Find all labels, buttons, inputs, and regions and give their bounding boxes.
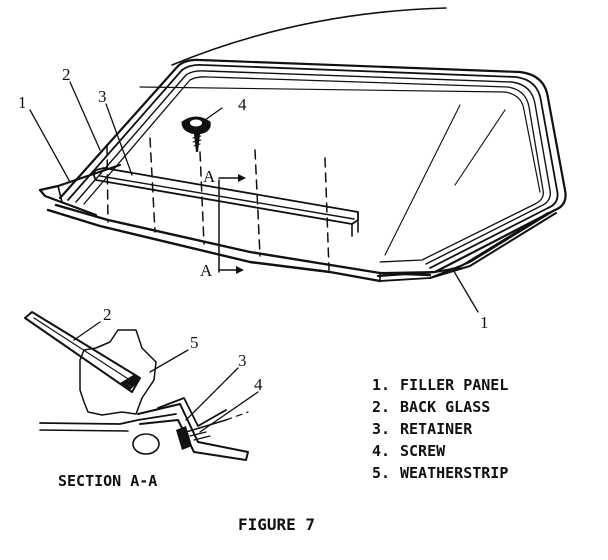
legend-text: SCREW bbox=[400, 442, 446, 460]
section-label: SECTION A-A bbox=[58, 472, 157, 490]
legend-num: 2. bbox=[372, 398, 390, 416]
filler-panel-left bbox=[38, 163, 122, 217]
callout-1-left: 1 bbox=[18, 93, 27, 112]
section-callout-4: 4 bbox=[254, 375, 263, 394]
section-callout-3: 3 bbox=[238, 351, 247, 370]
callout-3: 3 bbox=[98, 87, 107, 106]
section-callout-5: 5 bbox=[190, 333, 199, 352]
callout-2: 2 bbox=[62, 65, 71, 84]
legend-item: 4. SCREW bbox=[372, 442, 446, 460]
main-view: A A 1 2 3 4 1 bbox=[18, 7, 567, 332]
section-callout-2: 2 bbox=[103, 305, 112, 324]
legend-item: 1. FILLER PANEL bbox=[372, 376, 508, 394]
section-marker-top: A bbox=[203, 167, 216, 186]
section-body-panel bbox=[39, 413, 177, 425]
section-pinchweld bbox=[132, 433, 160, 455]
legend-item: 3. RETAINER bbox=[372, 420, 473, 438]
legend: 1. FILLER PANEL 2. BACK GLASS 3. RETAINE… bbox=[372, 376, 508, 482]
screw-icon bbox=[181, 116, 211, 152]
legend-item: 2. BACK GLASS bbox=[372, 398, 490, 416]
legend-num: 4. bbox=[372, 442, 390, 460]
legend-text: BACK GLASS bbox=[400, 398, 490, 416]
legend-item: 5. WEATHERSTRIP bbox=[372, 464, 508, 482]
section-marker-a: A A bbox=[200, 167, 246, 280]
filler-panel-right bbox=[379, 212, 557, 279]
retainer-strip bbox=[93, 167, 359, 237]
section-back-glass bbox=[24, 311, 141, 393]
legend-text: WEATHERSTRIP bbox=[400, 464, 508, 482]
back-glass bbox=[58, 58, 567, 278]
section-marker-bottom: A bbox=[200, 261, 213, 280]
screw-location-lines bbox=[106, 137, 330, 271]
section-retainer bbox=[137, 403, 249, 461]
figure-caption: FIGURE 7 bbox=[238, 515, 315, 534]
legend-num: 5. bbox=[372, 464, 390, 482]
legend-text: FILLER PANEL bbox=[400, 376, 508, 394]
section-weatherstrip bbox=[79, 329, 157, 416]
legend-text: RETAINER bbox=[400, 420, 473, 438]
legend-num: 3. bbox=[372, 420, 390, 438]
section-a-a: 2 5 3 4 SECTION A-A bbox=[24, 305, 263, 490]
callouts: 1 2 3 4 1 bbox=[18, 65, 489, 332]
roof-line bbox=[171, 7, 447, 66]
leader-lines bbox=[29, 81, 479, 313]
legend-num: 1. bbox=[372, 376, 390, 394]
callout-1-right: 1 bbox=[480, 313, 489, 332]
callout-4: 4 bbox=[238, 95, 247, 114]
